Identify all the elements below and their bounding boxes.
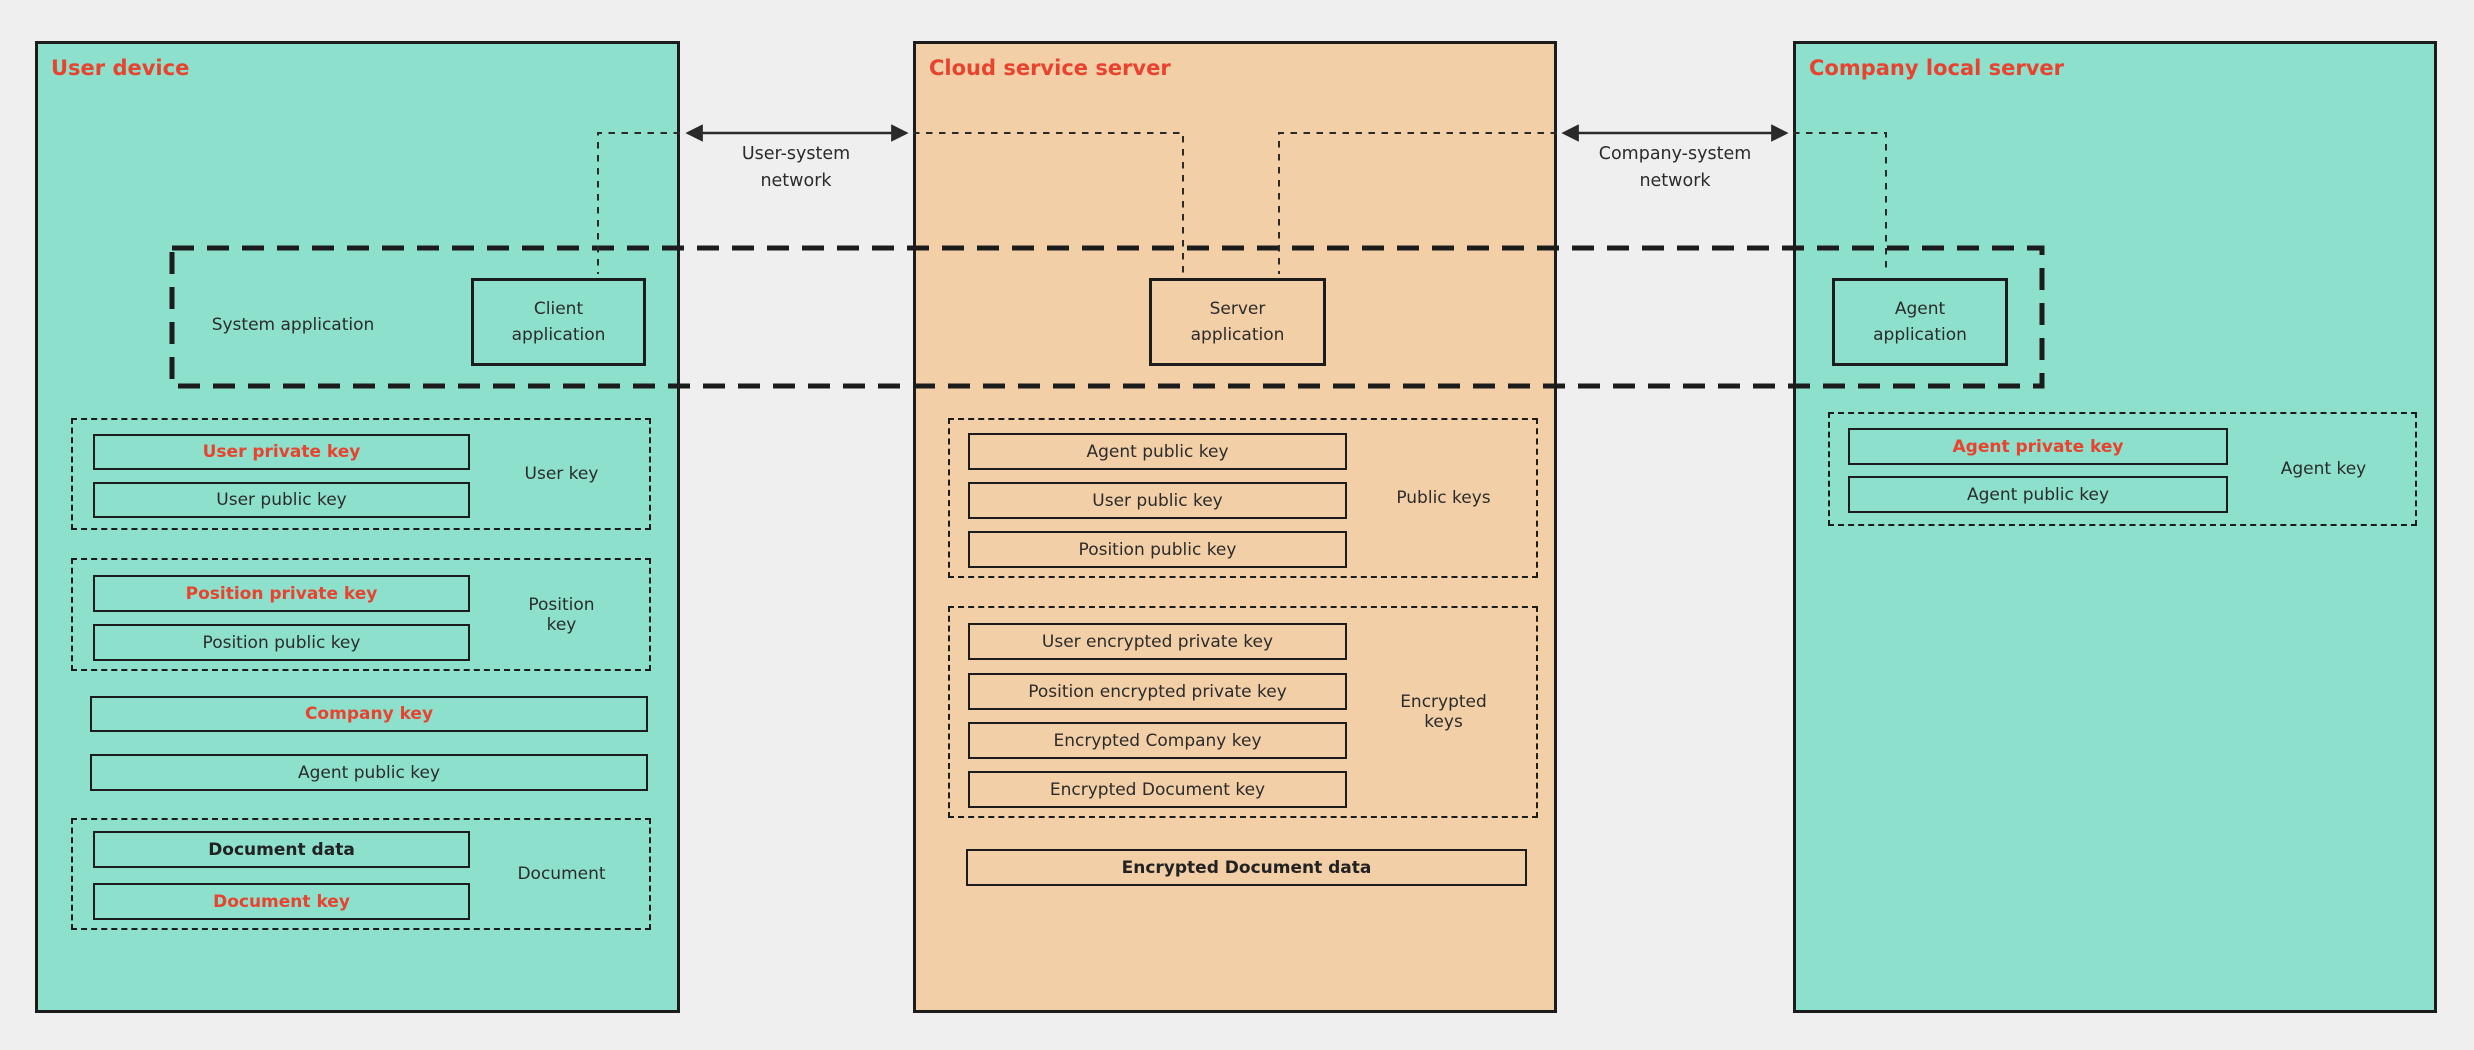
- position-public-key-box: Position public key: [93, 624, 470, 661]
- panel-company-local-server: Company local server Agent application A…: [1793, 41, 2437, 1013]
- cloud-service-server-title: Cloud service server: [929, 56, 1171, 80]
- position-encrypted-private-key-box: Position encrypted private key: [968, 673, 1347, 710]
- encrypted-company-key-box: Encrypted Company key: [968, 722, 1347, 759]
- user-key-group-label: User key: [524, 464, 599, 484]
- agent-private-key-box: Agent private key: [1848, 428, 2228, 465]
- server-application-box: Server application: [1149, 278, 1326, 366]
- company-key-box: Company key: [90, 696, 648, 732]
- client-application-box: Client application: [471, 278, 646, 366]
- position-private-key-box: Position private key: [93, 575, 470, 612]
- document-key-box: Document key: [93, 883, 470, 920]
- user-key-group: User private key User public key User ke…: [71, 418, 651, 530]
- public-keys-group: Agent public key User public key Positio…: [948, 418, 1538, 578]
- user-device-title: User device: [51, 56, 190, 80]
- panel-user-device: User device System application Client ap…: [35, 41, 680, 1013]
- agent-public-key-box-cloud: Agent public key: [968, 433, 1347, 470]
- company-system-network-label: Company-system network: [1598, 144, 1752, 191]
- encrypted-keys-group-label: Encrypted keys: [1400, 692, 1487, 732]
- user-public-key-box: User public key: [93, 482, 470, 518]
- encrypted-document-key-box: Encrypted Document key: [968, 771, 1347, 808]
- document-data-box: Document data: [93, 831, 470, 868]
- user-public-key-box-cloud: User public key: [968, 482, 1347, 519]
- encrypted-keys-group: User encrypted private key Position encr…: [948, 606, 1538, 818]
- document-group-label: Document: [517, 864, 606, 884]
- agent-application-box: Agent application: [1832, 278, 2008, 366]
- user-encrypted-private-key-box: User encrypted private key: [968, 623, 1347, 660]
- agent-public-key-box-company: Agent public key: [1848, 476, 2228, 513]
- public-keys-group-label: Public keys: [1396, 488, 1491, 508]
- agent-application-label: Agent application: [1873, 299, 1967, 345]
- position-key-group: Position private key Position public key…: [71, 558, 651, 671]
- panel-cloud-service-server: Cloud service server Server application …: [913, 41, 1557, 1013]
- agent-key-group: Agent private key Agent public key Agent…: [1828, 412, 2417, 526]
- position-public-key-box-cloud: Position public key: [968, 531, 1347, 568]
- agent-key-group-label: Agent key: [2280, 459, 2367, 479]
- user-private-key-box: User private key: [93, 434, 470, 470]
- client-application-label: Client application: [511, 299, 606, 345]
- encrypted-document-data-box: Encrypted Document data: [966, 849, 1527, 886]
- user-system-network-label: User-system network: [741, 144, 851, 191]
- agent-public-key-box-user-device: Agent public key: [90, 754, 648, 791]
- document-group: Document data Document key Document: [71, 818, 651, 930]
- position-key-group-label: Position key: [528, 594, 595, 635]
- system-application-label: System application: [211, 315, 375, 335]
- server-application-label: Server application: [1190, 299, 1285, 345]
- company-local-server-title: Company local server: [1809, 56, 2065, 80]
